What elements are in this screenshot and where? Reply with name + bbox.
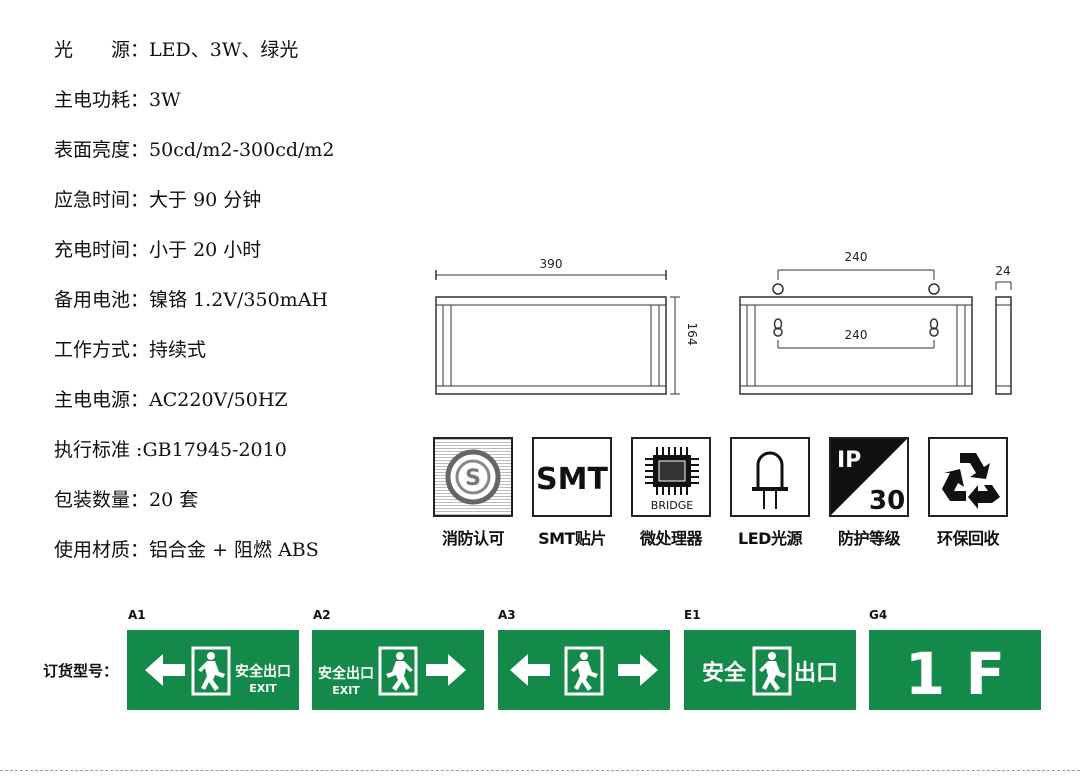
floor-text: 1 F [905, 640, 1005, 708]
spec-row: 主电电源：AC220V/50HZ [54, 389, 288, 411]
spec-row: 执行标准 :GB17945-2010 [54, 439, 287, 461]
mount-spacing-label: 240 [845, 328, 868, 342]
microprocessor-chip-icon: BRIDGE [631, 437, 711, 517]
arrow-left-icon [145, 654, 185, 686]
order-models: 订货型号： A1 安全出口 EXIT A2 安全出口 EXIT [0, 608, 1080, 718]
divider-dashed [0, 770, 1080, 771]
feature-smt: SMT SMT贴片 [532, 437, 616, 549]
spec-key: 执行标准 [54, 439, 131, 461]
bridge-text: BRIDGE [651, 499, 693, 512]
spec-key: 使用材质 [54, 539, 131, 561]
front-view [435, 270, 680, 395]
ip-rating-icon: IP 30 [829, 437, 909, 517]
sign-cn: 安全出口 [235, 663, 291, 680]
back-view [739, 269, 973, 395]
sign-en: EXIT [332, 684, 360, 697]
spec-key: 充电时间 [54, 239, 131, 261]
spec-value: GB17945-2010 [142, 439, 287, 461]
spec-value: 镍铬 1.2V/350mAH [149, 289, 328, 311]
model-code: A1 [128, 608, 146, 622]
feature-fire-certification: S 消防认可 [433, 437, 517, 549]
spec-key: 工作方式 [54, 339, 131, 361]
side-view [995, 281, 1012, 395]
spec-row: 表面亮度：50cd/m2-300cd/m2 [54, 139, 335, 161]
spec-key: 包装数量 [54, 489, 131, 511]
spec-value: 持续式 [149, 339, 207, 361]
spec-value: 3W [149, 89, 181, 111]
feature-label: 消防认可 [441, 529, 505, 548]
arrow-left-icon [510, 654, 550, 686]
spec-row: 应急时间：大于 90 分钟 [54, 189, 262, 211]
back-width-label: 240 [845, 250, 868, 264]
spec-key: 备用电池 [54, 289, 131, 311]
running-man-icon [198, 652, 225, 691]
spec-key: 光 源 [54, 39, 131, 61]
running-man-icon [386, 652, 413, 691]
arrow-right-icon [426, 654, 466, 686]
spec-key: 主电电源 [54, 389, 131, 411]
exit-door-icon [378, 646, 418, 696]
svg-text:S: S [465, 466, 481, 491]
dimension-drawing: 390 164 240 240 24 [435, 250, 1012, 395]
recycle-icon [928, 437, 1008, 517]
spec-value: 小于 20 小时 [149, 239, 262, 261]
spec-key: 表面亮度 [54, 139, 131, 161]
spec-value: 20 套 [149, 489, 199, 511]
spec-key: 主电功耗 [54, 89, 131, 111]
spec-row: 备用电池：镍铬 1.2V/350mAH [54, 289, 328, 311]
feature-led: LED光源 [730, 437, 814, 549]
sign-cn-left: 安全 [702, 660, 747, 686]
feature-label: 防护等级 [837, 529, 901, 548]
model-code: E1 [684, 608, 701, 622]
feature-label: SMT贴片 [538, 529, 606, 548]
height-label: 164 [685, 323, 699, 346]
model-code: A3 [498, 608, 516, 622]
spec-value: 铝合金 + 阻燃 ABS [149, 539, 319, 561]
feature-ip-rating: IP 30 防护等级 [829, 437, 913, 549]
front-width-label: 390 [540, 257, 563, 271]
spec-value: AC220V/50HZ [149, 389, 288, 411]
spec-key: 应急时间 [54, 189, 131, 211]
spec-row: 包装数量：20 套 [54, 489, 199, 511]
smt-icon: SMT [532, 437, 612, 517]
depth-label: 24 [995, 264, 1010, 278]
arrow-right-icon [618, 654, 658, 686]
sign-a1: 安全出口 EXIT [127, 630, 299, 710]
order-label: 订货型号： [43, 662, 119, 680]
feature-microprocessor: BRIDGE 微处理器 [631, 437, 715, 549]
spec-row: 充电时间：小于 20 小时 [54, 239, 262, 261]
spec-row: 光 源：LED、3W、绿光 [54, 39, 299, 61]
sign-cn: 安全出口 [318, 665, 374, 682]
sign-en: EXIT [249, 682, 277, 695]
model-code: A2 [313, 608, 331, 622]
smt-icon-text: SMT [536, 462, 608, 497]
exit-door-icon [191, 646, 231, 696]
feature-label: LED光源 [738, 529, 802, 548]
ip-text: IP [837, 448, 861, 473]
exit-door-icon [564, 646, 604, 696]
spec-value: LED、3W、绿光 [149, 39, 299, 61]
sign-a3 [498, 630, 670, 710]
feature-label: 环保回收 [936, 529, 1000, 548]
model-code: G4 [869, 608, 888, 622]
exit-door-icon [752, 646, 792, 696]
spec-value: 50cd/m2-300cd/m2 [149, 139, 335, 161]
sign-e1: 安全 出口 [684, 630, 856, 710]
feature-recycle: 环保回收 [928, 437, 1012, 549]
fire-certification-icon: S [433, 437, 513, 517]
ip-number: 30 [869, 486, 905, 515]
sign-a2: 安全出口 EXIT [312, 630, 484, 710]
spec-row: 主电功耗：3W [54, 89, 181, 111]
running-man-icon [759, 652, 786, 691]
sign-g4: 1 F [869, 630, 1041, 710]
feature-label: 微处理器 [639, 529, 703, 548]
spec-value: 大于 90 分钟 [149, 189, 262, 211]
running-man-icon [571, 652, 598, 691]
spec-row: 使用材质：铝合金 + 阻燃 ABS [54, 539, 319, 561]
led-bulb-icon [730, 437, 810, 517]
sign-cn-right: 出口 [794, 661, 838, 686]
spec-row: 工作方式：持续式 [54, 339, 207, 361]
